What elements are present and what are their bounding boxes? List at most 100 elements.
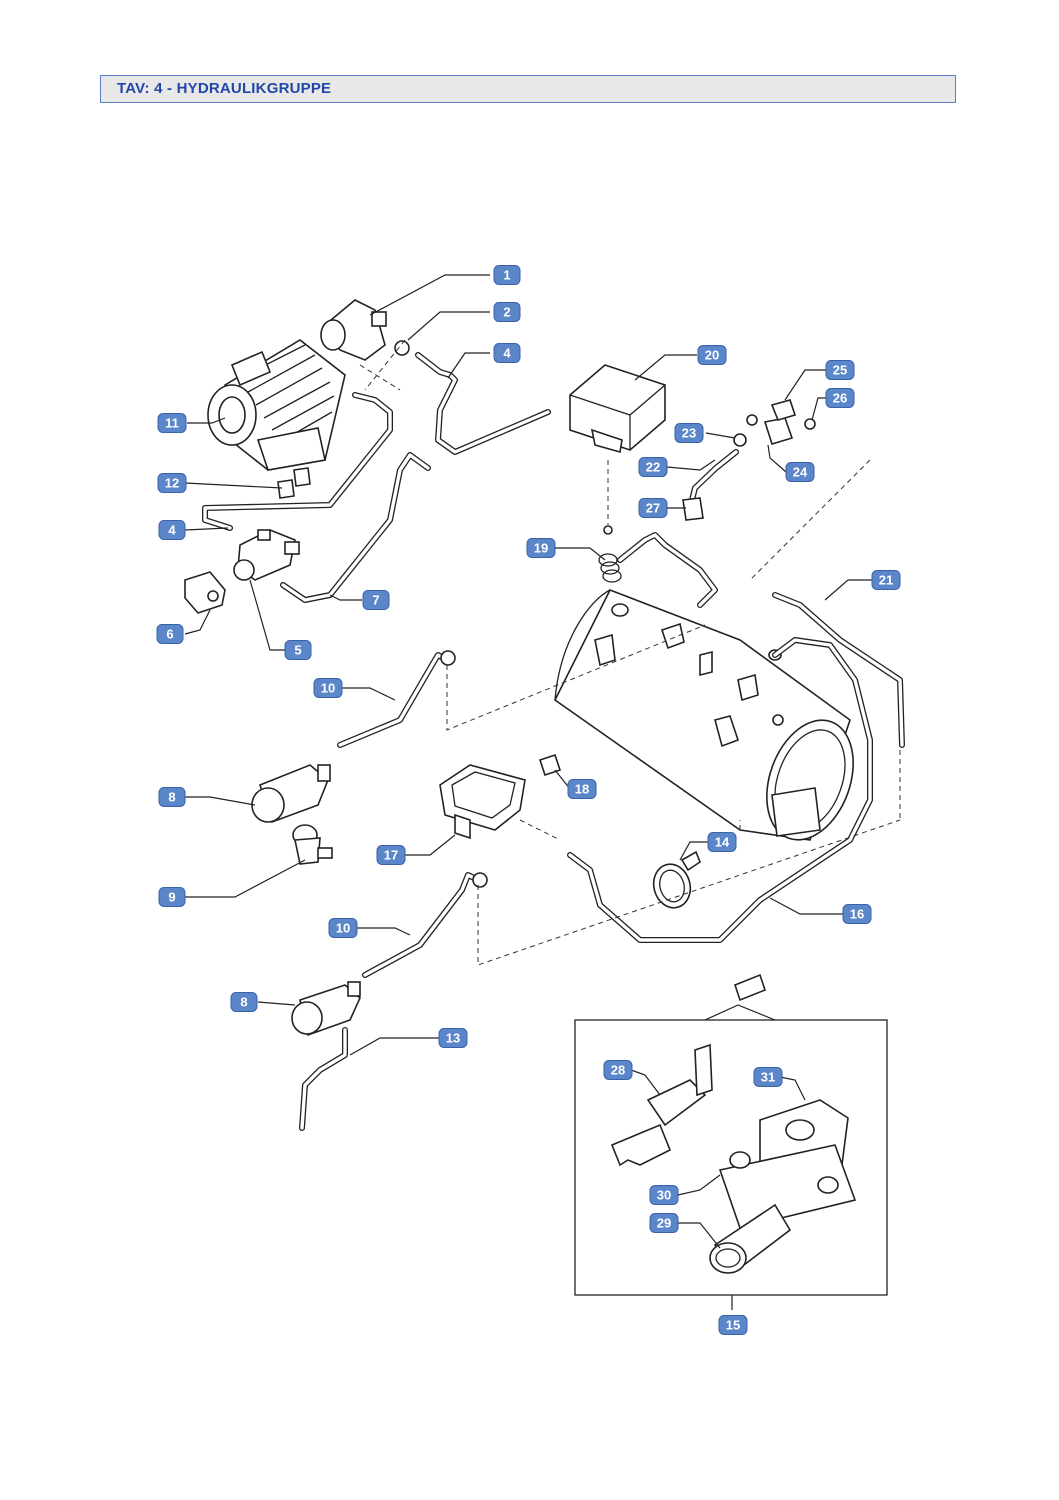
callout-label: 20 (705, 348, 719, 363)
callout-label: 27 (646, 501, 660, 516)
callout-label: 10 (321, 681, 335, 696)
callout-badge-bg (871, 570, 901, 590)
callout-c10a: 10 (313, 678, 343, 698)
callout-label: 13 (446, 1031, 460, 1046)
callout-c16: 16 (842, 904, 872, 924)
detail-box-15 (574, 973, 888, 1310)
callout-c24: 24 (785, 462, 815, 482)
callout-badge-bg (707, 832, 737, 852)
callout-label: 9 (168, 890, 175, 905)
callout-badge-bg (718, 1315, 748, 1335)
boiler-16 (553, 588, 854, 841)
valve-8-lower (291, 981, 361, 1037)
callout-badge-bg (674, 423, 704, 443)
callout-label: 30 (657, 1188, 671, 1203)
callout-c30: 30 (649, 1185, 679, 1205)
callout-label: 16 (850, 907, 864, 922)
pressure-gauge-14 (652, 850, 701, 909)
callout-label: 8 (168, 790, 175, 805)
callout-label: 7 (372, 593, 379, 608)
callout-c13: 13 (438, 1028, 468, 1048)
callout-c31: 31 (753, 1067, 783, 1087)
callout-badge-bg (785, 462, 815, 482)
callout-c7: 7 (362, 590, 390, 610)
callout-c18: 18 (567, 779, 597, 799)
callout-c17: 17 (376, 845, 406, 865)
callout-label: 22 (646, 460, 660, 475)
callout-badge-bg (493, 302, 521, 322)
callout-label: 2 (503, 305, 510, 320)
callout-c28: 28 (603, 1060, 633, 1080)
callout-c8a: 8 (158, 787, 186, 807)
callout-badge-bg (157, 473, 187, 493)
header-bar: TAV: 4 - HYDRAULIKGRUPPE (100, 75, 956, 103)
callout-badge-bg (649, 1213, 679, 1233)
callout-c21: 21 (871, 570, 901, 590)
callout-c5: 5 (284, 640, 312, 660)
callout-label: 5 (294, 643, 301, 658)
callout-badge-bg (493, 343, 521, 363)
callout-c10b: 10 (328, 918, 358, 938)
valve-body-5 (233, 529, 300, 581)
inlet-elbow (320, 299, 387, 361)
callout-c6: 6 (156, 624, 184, 644)
callout-badge-bg (158, 887, 186, 907)
electronic-box-20 (569, 364, 666, 454)
callout-c4b: 4 (158, 520, 186, 540)
coil-19 (598, 525, 622, 583)
callout-label: 6 (166, 627, 173, 642)
top-right-fittings (682, 399, 816, 521)
callout-badge-bg (284, 640, 312, 660)
callout-label: 29 (657, 1216, 671, 1231)
callout-badge-bg (362, 590, 390, 610)
callout-badge-bg (753, 1067, 783, 1087)
solenoid-coil-6 (184, 571, 226, 614)
callout-label: 1 (503, 268, 510, 283)
callout-c1: 1 (493, 265, 521, 285)
callout-c19: 19 (526, 538, 556, 558)
callout-c11: 11 (157, 413, 187, 433)
callout-label: 24 (793, 465, 808, 480)
callout-badge-bg (438, 1028, 468, 1048)
callout-badge-bg (567, 779, 597, 799)
callout-label: 21 (879, 573, 893, 588)
callout-label: 4 (168, 523, 176, 538)
callout-c2: 2 (493, 302, 521, 322)
callout-badge-bg (158, 520, 186, 540)
callout-label: 31 (761, 1070, 775, 1085)
callout-badge-bg (493, 265, 521, 285)
callout-badge-bg (825, 360, 855, 380)
callout-label: 4 (503, 346, 511, 361)
callout-badge-bg (638, 498, 668, 518)
leader-lines (184, 274, 872, 1249)
rubber-feet (277, 467, 311, 499)
callout-badge-bg (328, 918, 358, 938)
callout-label: 23 (682, 426, 696, 441)
callout-label: 17 (384, 848, 398, 863)
callout-c22: 22 (638, 457, 668, 477)
callout-badge-bg (825, 388, 855, 408)
callout-label: 8 (240, 995, 247, 1010)
callout-c29: 29 (649, 1213, 679, 1233)
pump-motor (207, 339, 346, 471)
callout-c4a: 4 (493, 343, 521, 363)
callout-c27: 27 (638, 498, 668, 518)
page-title: TAV: 4 - HYDRAULIKGRUPPE (117, 80, 332, 97)
callout-c15: 15 (718, 1315, 748, 1335)
callout-badge-bg (158, 787, 186, 807)
callout-label: 11 (165, 416, 179, 431)
callout-badge-bg (230, 992, 258, 1012)
callout-c14: 14 (707, 832, 737, 852)
callout-badge-bg (156, 624, 184, 644)
callout-label: 10 (336, 921, 350, 936)
callout-badge-bg (697, 345, 727, 365)
callout-c20: 20 (697, 345, 727, 365)
callout-c9: 9 (158, 887, 186, 907)
callout-badge-bg (842, 904, 872, 924)
valve-9 (292, 824, 333, 865)
callout-c23: 23 (674, 423, 704, 443)
callout-badge-bg (313, 678, 343, 698)
pipe-13 (299, 1027, 348, 1131)
